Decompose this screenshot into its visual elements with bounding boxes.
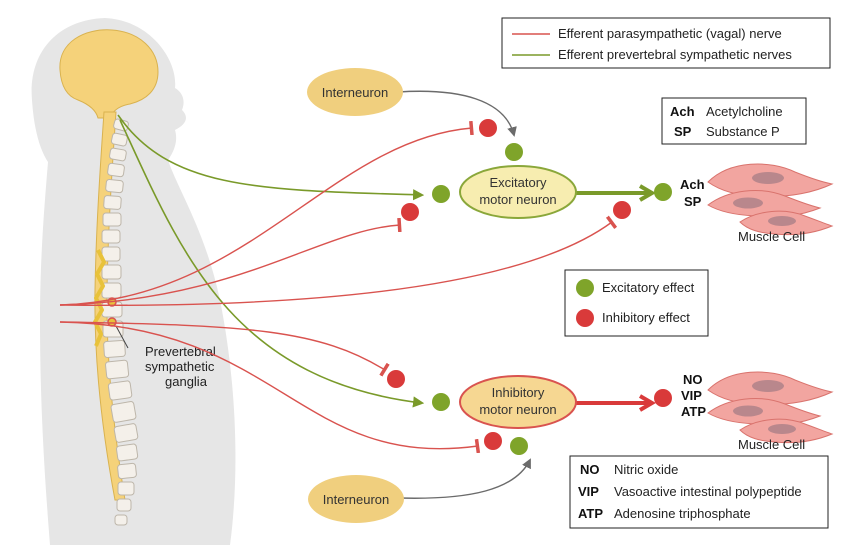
inhibitory-dot	[401, 203, 419, 221]
excitatory-motor-neuron: Excitatory motor neuron	[459, 165, 656, 219]
brain	[59, 29, 159, 119]
legend-name-no: Nitric oxide	[614, 462, 678, 477]
human-body-silhouette	[31, 18, 236, 545]
inhibitory-dot	[654, 389, 672, 407]
muscle-cell-label-bottom: Muscle Cell	[738, 437, 805, 452]
transmitter-ach: Ach	[680, 177, 705, 192]
inhibitory-dot	[479, 119, 497, 137]
legend-name-ach: Acetylcholine	[706, 104, 783, 119]
legend-abbr-atp: ATP	[578, 506, 603, 521]
interneuron-top-arrow	[397, 90, 517, 137]
legend-parasympathetic: Efferent parasympathetic (vagal) nerve	[558, 26, 782, 41]
vagal-nerve-to-interneuron-top	[59, 120, 474, 306]
legend-sympathetic: Efferent prevertebral sympathetic nerves	[558, 47, 792, 62]
excitatory-dot	[432, 185, 450, 203]
legend-abbr-sp: SP	[674, 124, 692, 139]
legend-abbr-vip: VIP	[578, 484, 599, 499]
legend-excitatory-effect: Excitatory effect	[602, 280, 695, 295]
vagal-nerve-to-inhibitory-neuron	[59, 321, 390, 377]
legend-abbr-no: NO	[580, 462, 600, 477]
ganglion-pointer	[115, 325, 129, 349]
legend-inhibitory-effect: Inhibitory effect	[602, 310, 690, 325]
transmitter-sp: SP	[684, 194, 702, 209]
legend-excitatory-transmitters: Ach Acetylcholine SP Substance P	[661, 97, 807, 145]
body-outline	[31, 18, 236, 545]
inhibitory-motor-neuron: Inhibitory motor neuron	[459, 375, 656, 429]
interneuron-bottom-label: Interneuron	[323, 492, 390, 507]
legend-name-sp: Substance P	[706, 124, 780, 139]
transmitter-vip: VIP	[681, 388, 702, 403]
legend-abbr-ach: Ach	[670, 104, 695, 119]
effect-dots	[387, 119, 672, 455]
excitatory-dot	[432, 393, 450, 411]
vagal-nerve-to-muscle	[59, 215, 618, 306]
transmitter-atp: ATP	[681, 404, 706, 419]
excitatory-dot	[510, 437, 528, 455]
interneuron-top: Interneuron	[307, 68, 403, 116]
interneuron-bottom: Interneuron	[308, 475, 404, 523]
legend-nerves: Efferent parasympathetic (vagal) nerve E…	[501, 17, 831, 69]
sympathetic-nerve-to-excitatory	[117, 114, 425, 201]
interneuron-top-label: Interneuron	[322, 85, 389, 100]
inhibitory-neuron-line2: motor neuron	[479, 402, 556, 417]
excitatory-dot	[654, 183, 672, 201]
vagal-nerve-to-excitatory-neuron	[59, 217, 402, 306]
excitatory-neuron-line1: Excitatory	[489, 175, 547, 190]
parasympathetic-nerves	[59, 120, 618, 454]
muscle-cell-label-top: Muscle Cell	[738, 229, 805, 244]
transmitter-no: NO	[683, 372, 703, 387]
interneuron-bottom-arrow	[397, 458, 531, 499]
excitatory-neuron-line2: motor neuron	[479, 192, 556, 207]
legend-effects: Excitatory effect Inhibitory effect	[564, 269, 709, 337]
sympathetic-nerves	[117, 114, 425, 408]
legend-name-atp: Adenosine triphosphate	[614, 506, 751, 521]
muscle-cells-top	[707, 163, 834, 236]
sympathetic-nerve-to-inhibitory	[119, 119, 425, 408]
inhibitory-dot	[484, 432, 502, 450]
inhibitory-dot	[387, 370, 405, 388]
sympathetic-chain	[93, 249, 106, 347]
vertebral-column	[101, 118, 139, 526]
legend-name-vip: Vasoactive intestinal polypeptide	[614, 484, 802, 499]
legend-inhibitory-transmitters: NO Nitric oxide VIP Vasoactive intestina…	[569, 455, 829, 529]
excitatory-dot	[505, 143, 523, 161]
inhibitory-neuron-line1: Inhibitory	[492, 385, 545, 400]
muscle-cells-bottom	[707, 371, 834, 444]
inhibitory-dot	[613, 201, 631, 219]
vagal-nerve-to-interneuron-bottom	[59, 321, 481, 454]
